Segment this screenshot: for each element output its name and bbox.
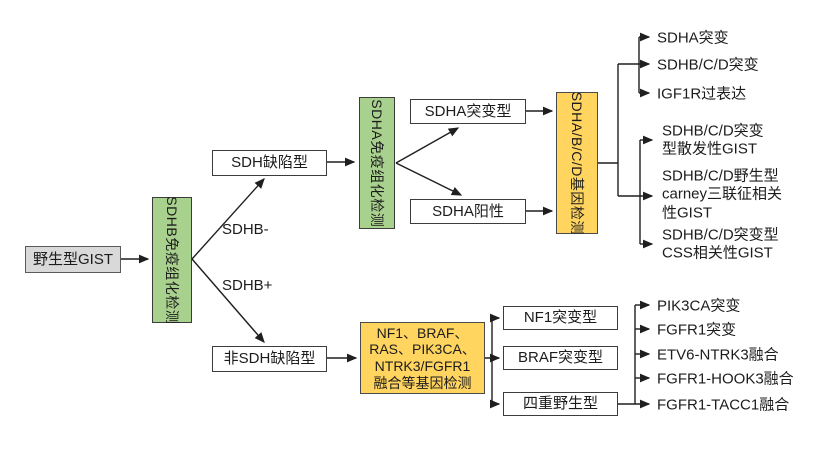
node-sdha-positive: SDHA阳性: [410, 199, 526, 224]
leaf-sdhbcd-mutation: SDHB/C/D突变: [657, 56, 759, 74]
leaf-sdhbcd-mutant-sporadic-gist: SDHB/C/D突变 型散发性GIST: [662, 122, 764, 158]
node-sdhabcd-gene-test: SDHA/B/C/D基因检测: [556, 91, 598, 235]
leaf-fgfr1-mutation: FGFR1突变: [657, 321, 737, 339]
leaf-fgfr1-hook3-fusion: FGFR1-HOOK3融合: [657, 370, 794, 388]
leaf-etv6-ntrk3-fusion: ETV6-NTRK3融合: [657, 346, 779, 364]
leaf-igf1r-overexpression: IGF1R过表达: [657, 85, 747, 103]
edge-label-sdhb-positive: SDHB+: [222, 277, 273, 294]
node-gene-panel-test: NF1、BRAF、 RAS、PIK3CA、 NTRK3/FGFR1 融合等基因检…: [360, 322, 485, 394]
leaf-fgfr1-tacc1-fusion: FGFR1-TACC1融合: [657, 396, 790, 414]
node-sdha-ihc-label: SDHA免疫组化检测: [369, 99, 386, 227]
leaf-sdhbcd-mutant-css-gist: SDHB/C/D突变型 CSS相关性GIST: [662, 226, 779, 262]
node-sdhabcd-gene-label: SDHA/B/C/D基因检测: [569, 91, 586, 235]
node-sdha-mutant: SDHA突变型: [410, 99, 526, 124]
node-sdhb-ihc-label: SDHB免疫组化检测: [164, 196, 181, 324]
node-sdhb-ihc-test: SDHB免疫组化检测: [152, 196, 192, 324]
node-sdh-deficient: SDH缺陷型: [212, 150, 327, 176]
node-sdha-ihc-test: SDHA免疫组化检测: [359, 97, 395, 229]
node-non-sdh-deficient: 非SDH缺陷型: [212, 346, 327, 372]
node-wild-type-gist: 野生型GIST: [25, 246, 121, 273]
node-braf-mutant: BRAF突变型: [503, 346, 618, 370]
edge-label-sdhb-negative: SDHB-: [222, 221, 269, 238]
leaf-pik3ca-mutation: PIK3CA突变: [657, 297, 741, 315]
node-nf1-mutant: NF1突变型: [503, 306, 618, 330]
leaf-sdhbcd-wildtype-carney-triad-gist: SDHB/C/D野生型 carney三联征相关 性GIST: [662, 167, 783, 222]
leaf-sdha-mutation: SDHA突变: [657, 29, 729, 47]
node-quadruple-wild-type: 四重野生型: [503, 392, 618, 416]
